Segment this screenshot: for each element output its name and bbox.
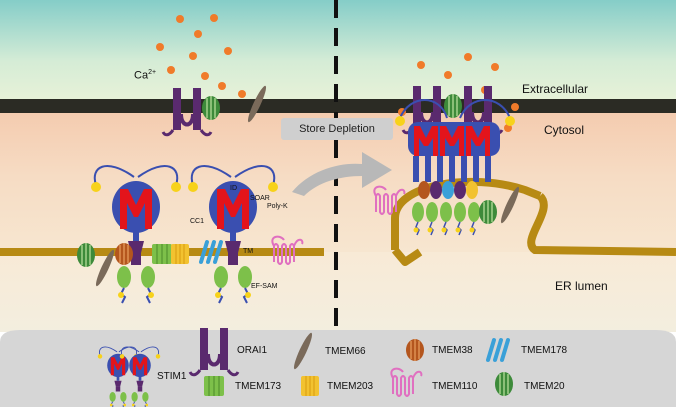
- label-cytosol: Cytosol: [544, 123, 585, 137]
- tmem173-left: [151, 243, 173, 265]
- label-tm: TM: [243, 248, 254, 255]
- label-calcium-ion: Ca2+: [134, 69, 157, 82]
- store-depletion-arrow: [292, 152, 392, 196]
- tmem20-left-er: [76, 242, 96, 268]
- er-membrane-right-lower: [527, 193, 676, 256]
- label-cc1: CC1: [190, 218, 205, 225]
- label-ef-sam: EF-SAM: [251, 283, 278, 290]
- legend-tmem20-icon: [494, 371, 514, 397]
- legend-tmem203-label: TMEM203: [327, 381, 374, 392]
- legend-tmem38-label: TMEM38: [432, 345, 473, 356]
- store-depletion-label: Store Depletion: [281, 118, 393, 140]
- er-membrane-right-tip: [391, 247, 423, 266]
- legend-panel: [0, 330, 676, 407]
- legend-stim1-label: STIM1: [157, 371, 187, 382]
- label-extracellular: Extracellular: [522, 82, 589, 96]
- label-id: ID: [230, 185, 237, 192]
- label-er-lumen: ER lumen: [555, 279, 608, 293]
- activated-complex: [395, 84, 515, 236]
- legend-tmem110-label: TMEM110: [432, 381, 478, 392]
- tmem203-left: [170, 243, 190, 265]
- calcium-ions-left: [156, 14, 246, 98]
- legend-tmem66-label: TMEM66: [325, 346, 366, 357]
- tmem20-left-pm: [201, 95, 221, 121]
- legend-tmem20-label: TMEM20: [524, 381, 565, 392]
- legend-orai1-label: ORAI1: [237, 345, 268, 356]
- legend-tmem173-icon: [203, 375, 225, 397]
- label-soar: SOAR: [250, 195, 270, 202]
- plasma-membrane: [0, 99, 676, 113]
- legend-tmem203-icon: [300, 375, 320, 397]
- legend-tmem38-icon: [405, 338, 425, 362]
- legend-tmem173-label: TMEM173: [235, 381, 282, 392]
- tmem20-right: [478, 199, 498, 225]
- legend-tmem178-label: TMEM178: [521, 345, 568, 356]
- tmem38-left: [114, 242, 134, 266]
- label-poly-k: Poly-K: [267, 203, 288, 210]
